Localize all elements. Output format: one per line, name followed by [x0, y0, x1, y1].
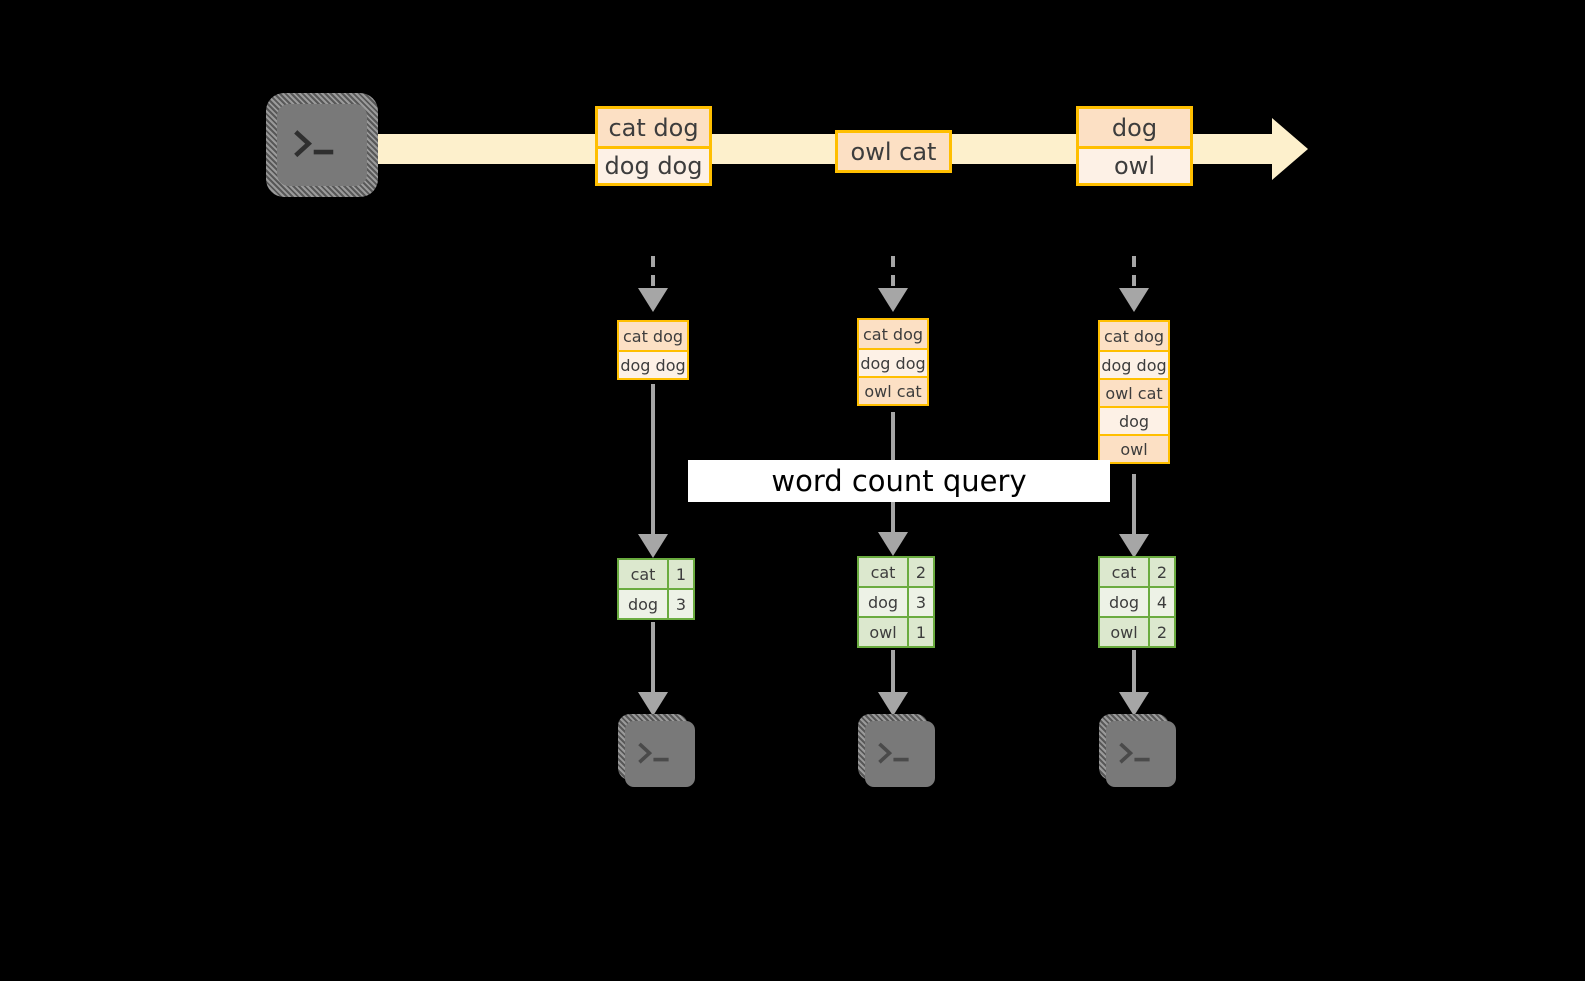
- table-row: dog 3: [619, 588, 693, 618]
- result-word: dog: [619, 590, 667, 618]
- result-word: dog: [859, 588, 907, 616]
- snapshot-record: cat dog: [1100, 322, 1168, 350]
- source-terminal-icon: [266, 93, 378, 197]
- result-table-2: cat 2 dog 3 owl 1: [857, 556, 935, 648]
- result-count: 2: [1148, 618, 1174, 646]
- snapshot-record: dog dog: [619, 350, 687, 378]
- snapshot-dashed-arrow-2: [878, 256, 908, 312]
- snapshot-dashed-arrow-3: [1119, 256, 1149, 312]
- snapshot-record: dog dog: [1100, 350, 1168, 378]
- terminal-screen: [1106, 721, 1176, 787]
- stream-record: dog: [1079, 109, 1190, 146]
- result-count: 3: [907, 588, 933, 616]
- stream-record-group-3: dog owl: [1076, 106, 1193, 186]
- snapshot-record: dog dog: [859, 348, 927, 376]
- terminal-screen: [865, 721, 935, 787]
- sink-terminal-icon-2: [858, 714, 935, 787]
- sink-terminal-icon-3: [1099, 714, 1176, 787]
- snapshot-record: dog: [1100, 406, 1168, 434]
- stream-record: owl: [1079, 146, 1190, 183]
- snapshot-box-3: cat dog dog dog owl cat dog owl: [1098, 320, 1170, 464]
- table-row: owl 1: [859, 616, 933, 646]
- query-label: word count query: [688, 460, 1110, 502]
- stream-arrowhead-icon: [1272, 118, 1308, 180]
- result-count: 2: [907, 558, 933, 586]
- result-table-1: cat 1 dog 3: [617, 558, 695, 620]
- stream-record-group-1: cat dog dog dog: [595, 106, 712, 186]
- snapshot-record: cat dog: [859, 320, 927, 348]
- snapshot-record: owl: [1100, 434, 1168, 462]
- terminal-screen: [277, 104, 367, 186]
- prompt-glyph-icon: [638, 742, 669, 764]
- query-arrow-1: [638, 384, 668, 560]
- result-word: owl: [1100, 618, 1148, 646]
- result-word: dog: [1100, 588, 1148, 616]
- sink-arrow-3: [1119, 650, 1149, 718]
- sink-arrow-1: [638, 622, 668, 718]
- result-word: cat: [859, 558, 907, 586]
- stream-record: dog dog: [598, 146, 709, 183]
- result-table-3: cat 2 dog 4 owl 2: [1098, 556, 1176, 648]
- prompt-glyph-icon: [293, 130, 333, 158]
- terminal-screen: [625, 721, 695, 787]
- prompt-glyph-icon: [1119, 742, 1150, 764]
- table-row: dog 4: [1100, 586, 1174, 616]
- table-row: cat 2: [859, 558, 933, 586]
- sink-terminal-icon-1: [618, 714, 695, 787]
- stream-record-group-2: owl cat: [835, 130, 952, 173]
- table-row: cat 1: [619, 560, 693, 588]
- result-count: 2: [1148, 558, 1174, 586]
- result-count: 4: [1148, 588, 1174, 616]
- stream-record: cat dog: [598, 109, 709, 146]
- prompt-glyph-icon: [878, 742, 909, 764]
- result-count: 1: [667, 560, 693, 588]
- snapshot-dashed-arrow-1: [638, 256, 668, 312]
- table-row: cat 2: [1100, 558, 1174, 586]
- result-word: cat: [619, 560, 667, 588]
- snapshot-record: cat dog: [619, 322, 687, 350]
- table-row: owl 2: [1100, 616, 1174, 646]
- snapshot-record: owl cat: [1100, 378, 1168, 406]
- snapshot-box-1: cat dog dog dog: [617, 320, 689, 380]
- sink-arrow-2: [878, 650, 908, 718]
- result-word: cat: [1100, 558, 1148, 586]
- snapshot-box-2: cat dog dog dog owl cat: [857, 318, 929, 406]
- result-word: owl: [859, 618, 907, 646]
- result-count: 3: [667, 590, 693, 618]
- table-row: dog 3: [859, 586, 933, 616]
- result-count: 1: [907, 618, 933, 646]
- query-arrow-3: [1119, 474, 1149, 560]
- stream-record: owl cat: [838, 133, 949, 170]
- snapshot-record: owl cat: [859, 376, 927, 404]
